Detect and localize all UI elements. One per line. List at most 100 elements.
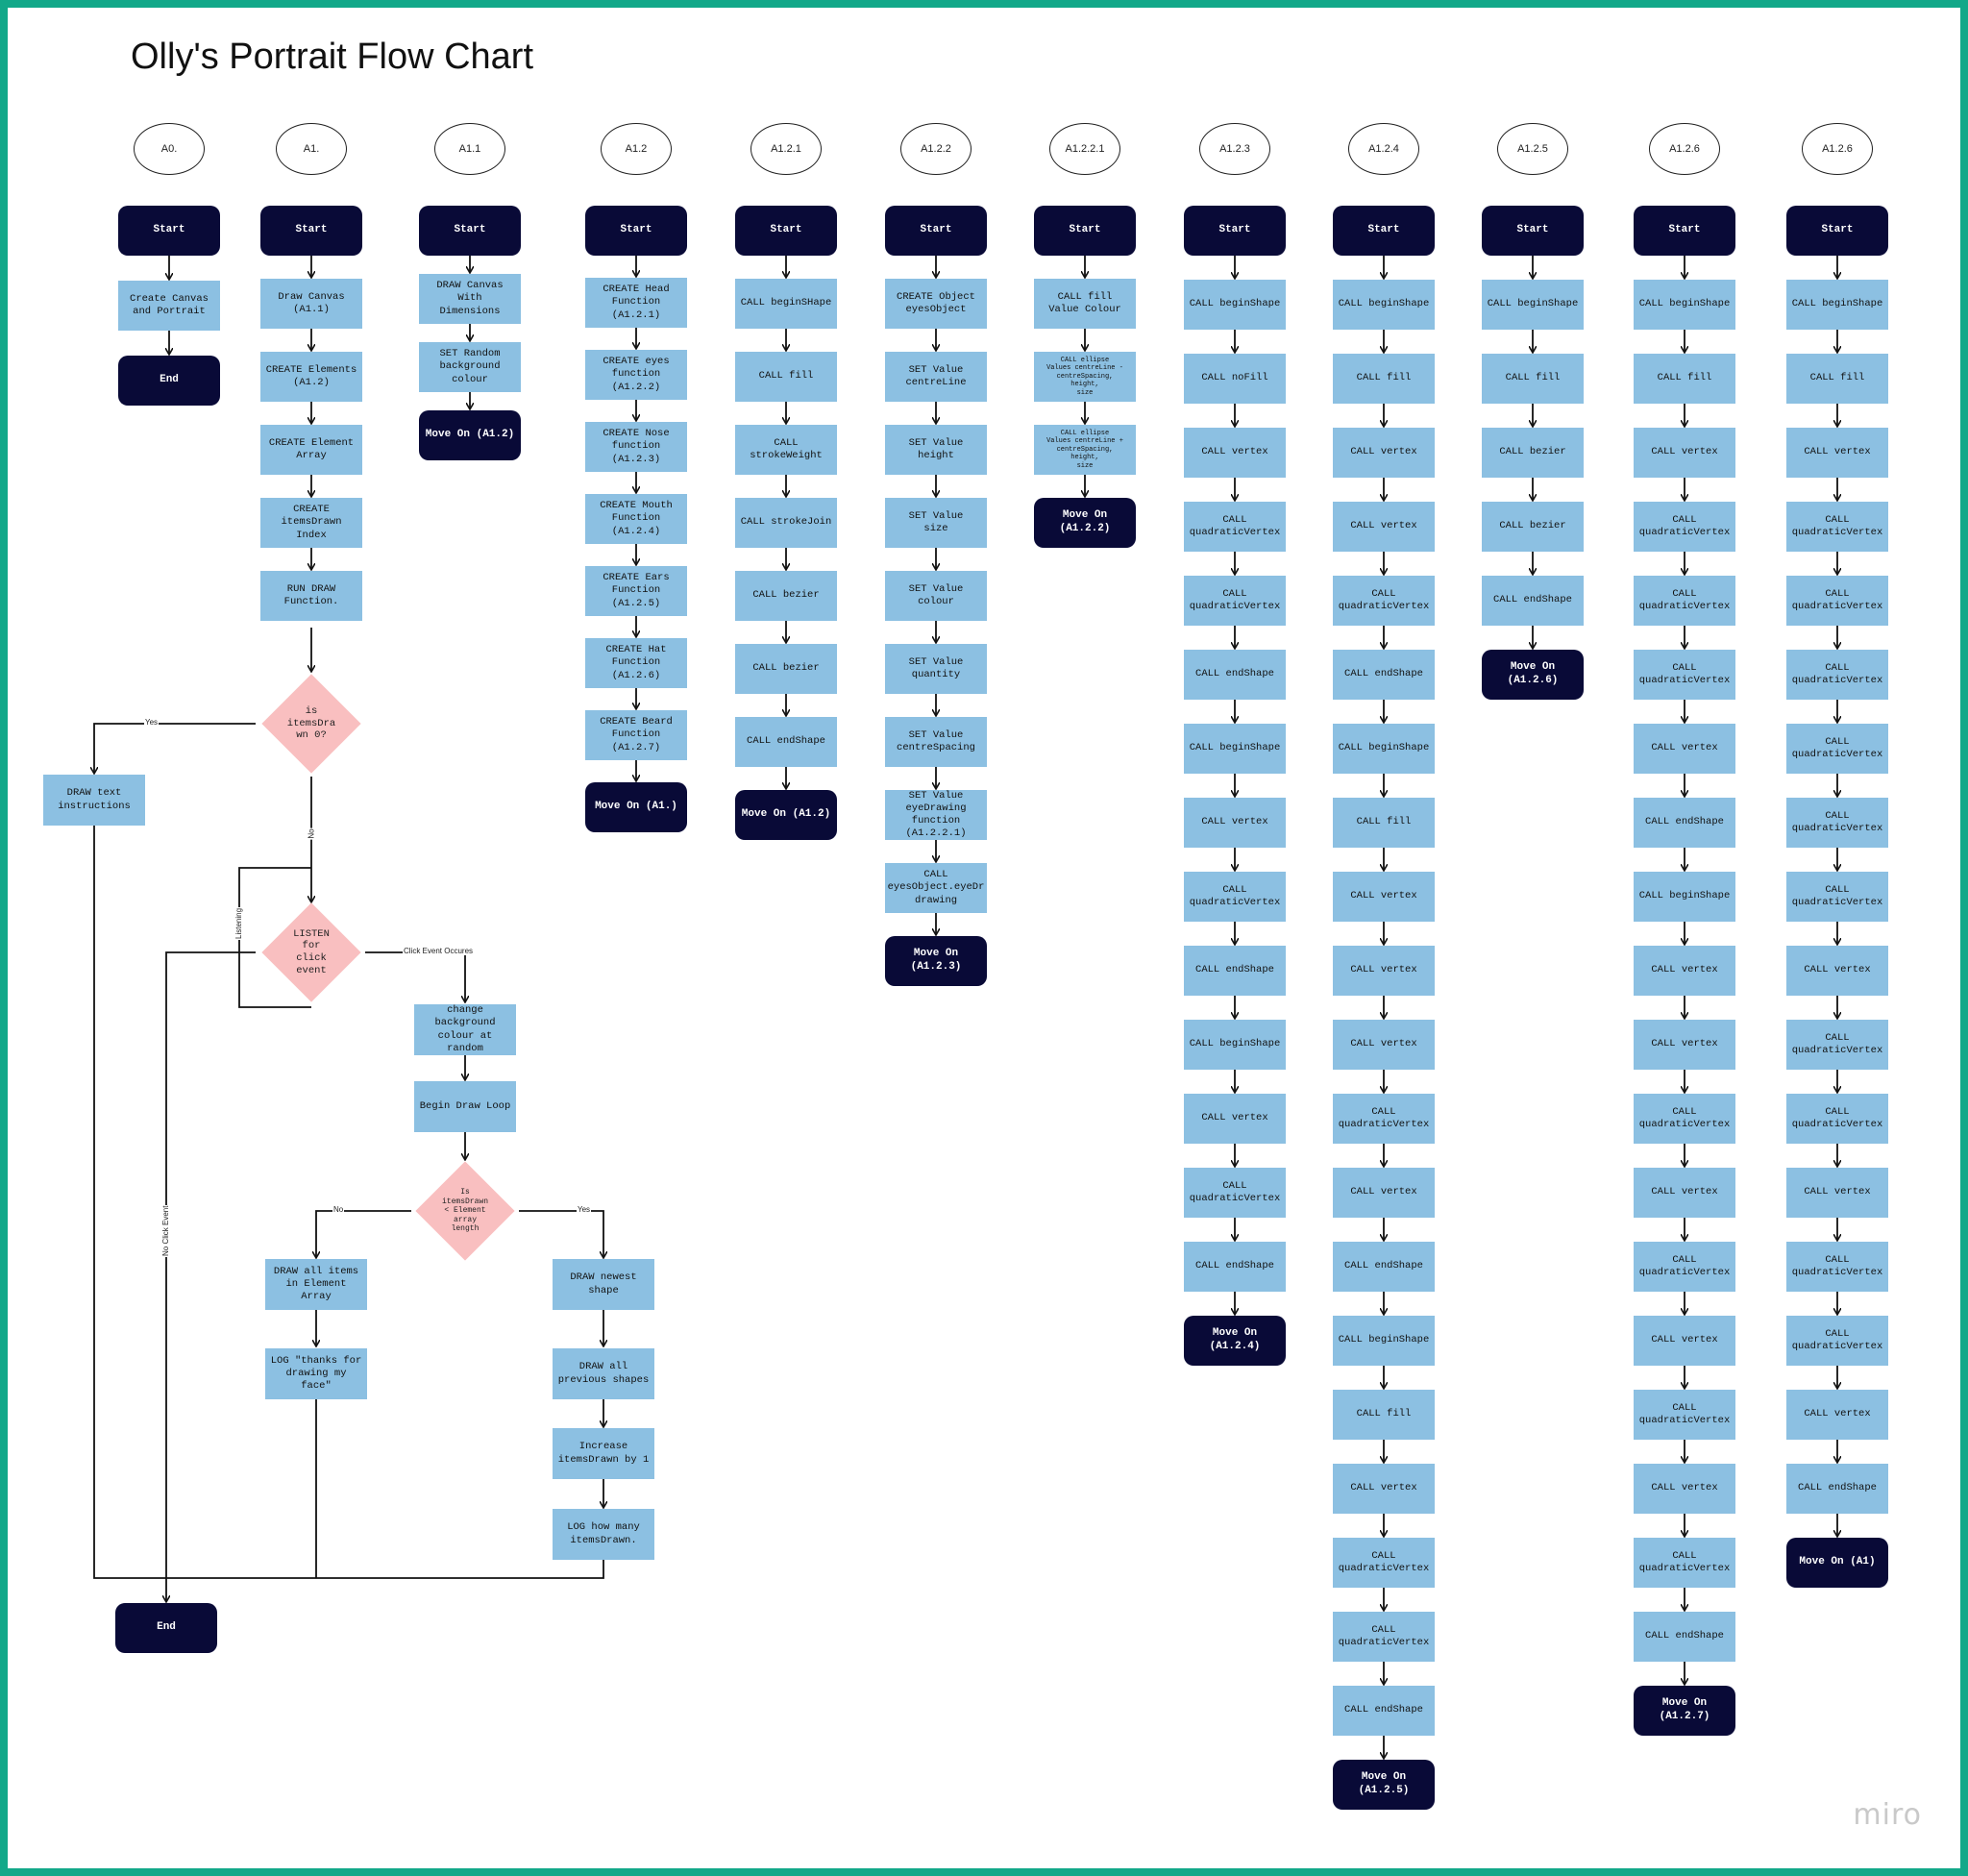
terminator-node: End bbox=[118, 356, 220, 406]
terminator-node: Start bbox=[1786, 206, 1888, 256]
process-node: CREATE Mouth Function (A1.2.4) bbox=[585, 494, 687, 544]
column-id-circle: A1.2.3 bbox=[1199, 123, 1270, 175]
process-node: CALL vertex bbox=[1184, 428, 1286, 478]
terminator-node: Move On (A1.2.6) bbox=[1482, 650, 1584, 700]
process-node: SET Value centreSpacing bbox=[885, 717, 987, 767]
process-node: CALL quadraticVertex bbox=[1333, 1538, 1435, 1588]
begin-draw-loop-process: Begin Draw Loop bbox=[414, 1081, 516, 1132]
terminator-node: Move On (A1) bbox=[1786, 1538, 1888, 1588]
terminator-node: Move On (A1.2.2) bbox=[1034, 498, 1136, 548]
terminator-node: Start bbox=[260, 206, 362, 256]
process-node: CALL endShape bbox=[1482, 576, 1584, 626]
column-id-circle: A1.2.6 bbox=[1802, 123, 1873, 175]
decision-items-drawn-length: Is itemsDrawn < Element array length bbox=[415, 1161, 515, 1261]
draw-previous-shapes-process: DRAW all previous shapes bbox=[553, 1348, 654, 1399]
terminator-node: Move On (A1.2.5) bbox=[1333, 1760, 1435, 1810]
process-node: CALL quadraticVertex bbox=[1786, 1094, 1888, 1144]
edge-label-no-click: No Click Event bbox=[161, 1204, 170, 1257]
process-node: CALL vertex bbox=[1333, 428, 1435, 478]
process-node: SET Value height bbox=[885, 425, 987, 475]
process-node: CALL fill bbox=[735, 352, 837, 402]
terminator-node: Move On (A1.) bbox=[585, 782, 687, 832]
process-node: CALL quadraticVertex bbox=[1786, 1316, 1888, 1366]
process-node: CALL fill bbox=[1333, 1390, 1435, 1440]
process-node: CALL quadraticVertex bbox=[1634, 1242, 1735, 1292]
process-node: CALL quadraticVertex bbox=[1634, 1538, 1735, 1588]
process-node: CALL bezier bbox=[735, 644, 837, 694]
process-node: CALL endShape bbox=[1333, 650, 1435, 700]
process-node: CALL quadraticVertex bbox=[1333, 1094, 1435, 1144]
terminator-node: Move On (A1.2) bbox=[419, 410, 521, 460]
log-thanks-process: LOG "thanks for drawing my face" bbox=[265, 1348, 367, 1399]
process-node: CALL beginShape bbox=[1184, 1020, 1286, 1070]
process-node: CALL beginShape bbox=[1184, 280, 1286, 330]
column-id-circle: A1.2.2.1 bbox=[1049, 123, 1120, 175]
process-node: CALL quadraticVertex bbox=[1786, 576, 1888, 626]
process-node: CALL beginShape bbox=[1634, 872, 1735, 922]
edge-label-listening: Listening bbox=[234, 906, 243, 940]
process-node: CALL quadraticVertex bbox=[1634, 1390, 1735, 1440]
process-node: SET Random background colour bbox=[419, 342, 521, 392]
process-node: CALL vertex bbox=[1333, 502, 1435, 552]
terminator-node: Start bbox=[1482, 206, 1584, 256]
process-node: CALL endShape bbox=[1333, 1242, 1435, 1292]
process-node: CALL vertex bbox=[1634, 428, 1735, 478]
process-node: CALL strokeJoin bbox=[735, 498, 837, 548]
column-id-circle: A1.2 bbox=[601, 123, 672, 175]
process-node: CALL quadraticVertex bbox=[1184, 872, 1286, 922]
process-node: CALL beginShape bbox=[1634, 280, 1735, 330]
process-node: CALL endShape bbox=[1184, 1242, 1286, 1292]
edge-label-no: No bbox=[307, 827, 316, 840]
process-node: CALL vertex bbox=[1184, 1094, 1286, 1144]
terminator-node: Move On (A1.2.3) bbox=[885, 936, 987, 986]
column-id-circle: A1.2.2 bbox=[900, 123, 972, 175]
process-node: CALL quadraticVertex bbox=[1786, 1242, 1888, 1292]
process-node: CALL beginShape bbox=[1786, 280, 1888, 330]
terminator-node: Start bbox=[1634, 206, 1735, 256]
process-node: CALL quadraticVertex bbox=[1634, 502, 1735, 552]
process-node: CREATE Element Array bbox=[260, 425, 362, 475]
terminator-node: Move On (A1.2) bbox=[735, 790, 837, 840]
process-node: CALL ellipse Values centreLine - centreS… bbox=[1034, 352, 1136, 402]
process-node: CALL quadraticVertex bbox=[1184, 1168, 1286, 1218]
process-node: CALL beginShape bbox=[1184, 724, 1286, 774]
connector-layer bbox=[8, 256, 1968, 1876]
edge-label-yes: Yes bbox=[144, 718, 160, 727]
process-node: CALL fill bbox=[1634, 354, 1735, 404]
process-node: CREATE Elements (A1.2) bbox=[260, 352, 362, 402]
process-node: CREATE Object eyesObject bbox=[885, 279, 987, 329]
process-node: CALL vertex bbox=[1333, 1168, 1435, 1218]
process-node: CALL vertex bbox=[1634, 1168, 1735, 1218]
decision-listen-click: LISTEN for click event bbox=[261, 902, 361, 1002]
process-node: CREATE Nose function (A1.2.3) bbox=[585, 422, 687, 472]
process-node: CALL vertex bbox=[1786, 428, 1888, 478]
process-node: CALL bezier bbox=[735, 571, 837, 621]
process-node: CALL beginShape bbox=[1482, 280, 1584, 330]
process-node: CREATE Ears Function (A1.2.5) bbox=[585, 566, 687, 616]
column-id-circle: A1.2.4 bbox=[1348, 123, 1419, 175]
process-node: CALL vertex bbox=[1634, 1464, 1735, 1514]
process-node: CALL vertex bbox=[1634, 946, 1735, 996]
process-node: CALL noFill bbox=[1184, 354, 1286, 404]
process-node: CALL beginShape bbox=[1333, 1316, 1435, 1366]
terminator-node: Start bbox=[1034, 206, 1136, 256]
process-node: SET Value centreLine bbox=[885, 352, 987, 402]
process-node: CREATE eyes function (A1.2.2) bbox=[585, 350, 687, 400]
process-node: CALL quadraticVertex bbox=[1786, 650, 1888, 700]
process-node: CALL quadraticVertex bbox=[1184, 502, 1286, 552]
process-node: CALL ellipse Values centreLine + centreS… bbox=[1034, 425, 1136, 475]
process-node: CREATE itemsDrawn Index bbox=[260, 498, 362, 548]
process-node: CALL quadraticVertex bbox=[1786, 724, 1888, 774]
process-node: Draw Canvas (A1.1) bbox=[260, 279, 362, 329]
process-node: CREATE Hat Function (A1.2.6) bbox=[585, 638, 687, 688]
process-node: CALL endShape bbox=[1634, 1612, 1735, 1662]
column-id-circle: A1.2.6 bbox=[1649, 123, 1720, 175]
process-node: CALL quadraticVertex bbox=[1634, 576, 1735, 626]
process-node: CALL quadraticVertex bbox=[1786, 872, 1888, 922]
process-node: SET Value size bbox=[885, 498, 987, 548]
process-node: CALL quadraticVertex bbox=[1634, 650, 1735, 700]
terminator-node: Start bbox=[735, 206, 837, 256]
process-node: CALL vertex bbox=[1786, 1390, 1888, 1440]
process-node: CALL vertex bbox=[1333, 1464, 1435, 1514]
